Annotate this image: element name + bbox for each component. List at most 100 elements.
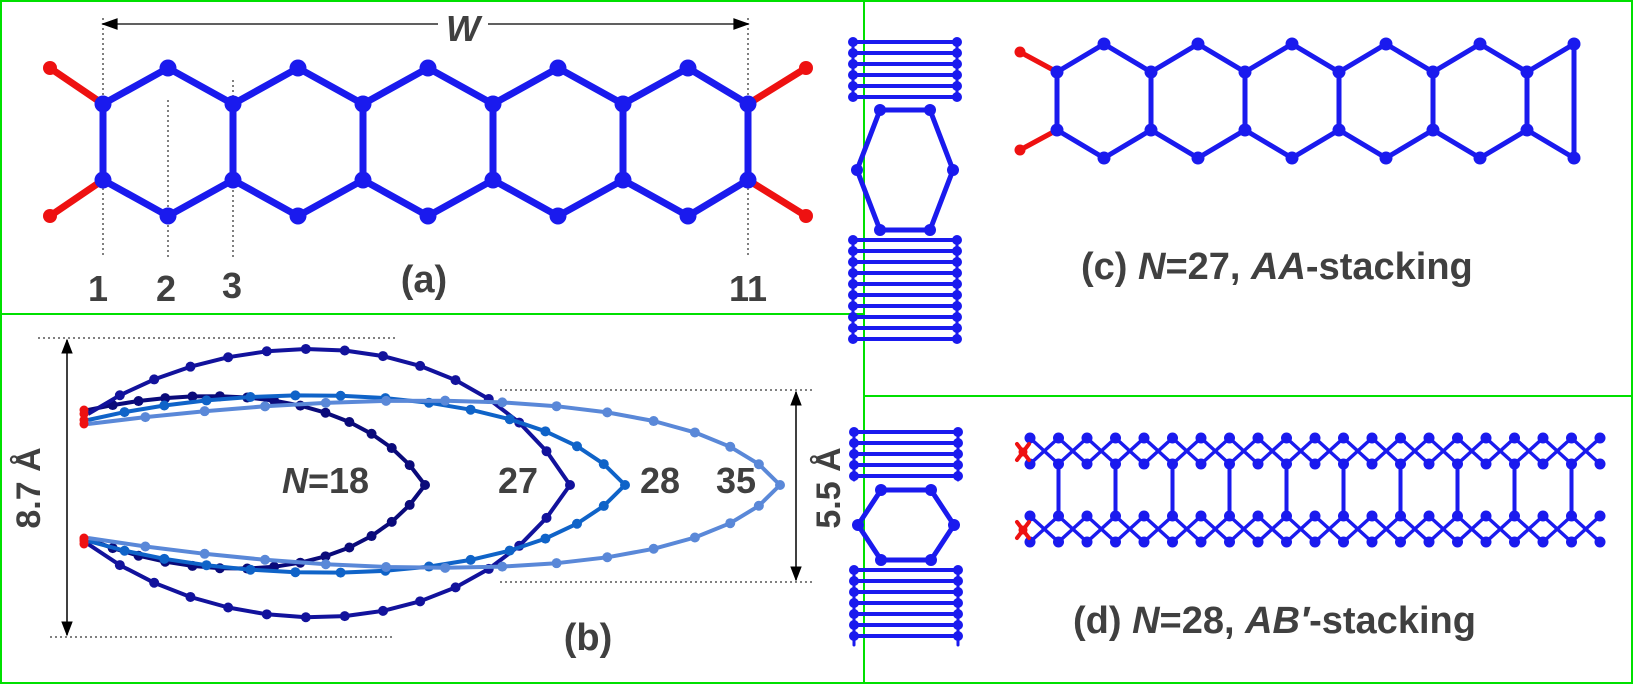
carbon-atom xyxy=(1332,65,1346,79)
carbon-atom xyxy=(94,171,112,189)
profile-atom xyxy=(114,390,125,401)
bond xyxy=(489,64,562,108)
carbon-atom xyxy=(875,484,887,496)
carbon-atom xyxy=(875,554,887,566)
bond xyxy=(489,176,562,220)
bond xyxy=(1195,41,1248,75)
profile-atom xyxy=(339,611,350,622)
carbon-atom xyxy=(1191,151,1205,165)
bond xyxy=(855,522,884,563)
carbon-atom xyxy=(925,484,937,496)
carbon-atom xyxy=(1509,510,1520,522)
bond xyxy=(927,167,956,233)
panel-d-caption-n: N xyxy=(1132,600,1161,642)
profile-atom xyxy=(159,553,170,564)
panel-b: 8.7 Å 5.5 Å N=18 27 28 35 (b) xyxy=(10,337,848,659)
panel-d-caption-value: =28, xyxy=(1160,600,1246,642)
profile-atom xyxy=(160,393,171,404)
bond xyxy=(1541,514,1574,544)
bond xyxy=(1056,514,1089,544)
carbon-atom xyxy=(1379,151,1393,165)
carbon-atom xyxy=(1594,458,1606,470)
carbon-atom xyxy=(1252,510,1264,522)
profile-atom xyxy=(245,392,256,403)
profile-atom xyxy=(497,561,508,572)
carbon-atom xyxy=(1473,151,1487,165)
profile-atom xyxy=(450,375,461,386)
bond xyxy=(1524,41,1577,75)
bond xyxy=(1101,41,1154,75)
carbon-atom xyxy=(1452,536,1463,548)
profile-atom xyxy=(648,543,659,554)
bond xyxy=(1028,514,1061,544)
carbon-atom xyxy=(1426,65,1440,79)
carbon-atom xyxy=(679,59,697,77)
ab-stack-top-view xyxy=(1015,432,1606,548)
carbon-atom xyxy=(1191,37,1205,51)
profile-atom xyxy=(344,417,355,428)
bond xyxy=(229,64,302,108)
carbon-atom xyxy=(1395,432,1406,444)
carbon-atom xyxy=(925,554,937,566)
profile-atom xyxy=(290,390,301,401)
profile-atom xyxy=(381,395,392,406)
profile-atom xyxy=(261,346,272,357)
width-arrowhead-left xyxy=(101,18,118,30)
carbon-atom xyxy=(1423,458,1435,470)
carbon-atom xyxy=(1285,151,1299,165)
carbon-atom xyxy=(947,164,959,176)
bond xyxy=(1569,436,1602,466)
bond xyxy=(359,176,432,220)
bond xyxy=(359,64,432,108)
carbon-atom xyxy=(874,104,886,116)
carbon-atom xyxy=(1480,510,1492,522)
bond xyxy=(927,107,956,173)
panel-d-caption-stack: AB′ xyxy=(1244,600,1311,642)
bond xyxy=(1455,514,1488,544)
carbon-atom xyxy=(1366,510,1378,522)
curve-label-27: 27 xyxy=(498,460,538,501)
bond xyxy=(1512,436,1545,466)
bond xyxy=(854,107,883,173)
profile-atom xyxy=(185,591,196,602)
carbon-atom xyxy=(1309,458,1321,470)
curve-label-35: 35 xyxy=(716,460,756,501)
bond xyxy=(1028,436,1061,466)
carbon-atom xyxy=(852,519,864,531)
carbon-atom xyxy=(1309,432,1321,444)
carbon-atom xyxy=(1238,123,1252,137)
bond xyxy=(1054,41,1107,75)
carbon-atom xyxy=(1195,510,1207,522)
carbon-atom xyxy=(1024,536,1036,548)
bond xyxy=(1227,514,1260,544)
profile-atom xyxy=(565,480,575,490)
profile-atom xyxy=(149,577,160,588)
carbon-atom xyxy=(851,164,863,176)
carbon-atom xyxy=(549,59,567,77)
bond xyxy=(1341,514,1374,544)
carbon-atom xyxy=(1520,123,1534,137)
profile-atom xyxy=(378,605,389,616)
carbon-atom xyxy=(1138,458,1150,470)
bond xyxy=(99,64,172,108)
site-label-1: 1 xyxy=(88,268,108,309)
bond xyxy=(744,176,810,220)
panel-a-caption: (a) xyxy=(401,259,447,301)
hydrogen-atom xyxy=(43,209,57,223)
bond xyxy=(1512,514,1545,544)
inner-height-label: 5.5 Å xyxy=(810,447,848,528)
carbon-atom xyxy=(1252,432,1264,444)
carbon-atom xyxy=(1452,458,1463,470)
folded-ribbon-profiles xyxy=(79,343,785,623)
carbon-atom xyxy=(1224,536,1235,548)
carbon-atom xyxy=(948,519,960,531)
carbon-atom xyxy=(1138,432,1150,444)
carbon-atom xyxy=(1097,151,1111,165)
carbon-atom xyxy=(1509,536,1520,548)
carbon-atom xyxy=(289,207,307,225)
bond xyxy=(1148,41,1201,75)
bond xyxy=(164,64,237,108)
carbon-atom xyxy=(1309,510,1321,522)
profile-atom xyxy=(261,609,272,620)
carbon-atom xyxy=(94,95,112,113)
